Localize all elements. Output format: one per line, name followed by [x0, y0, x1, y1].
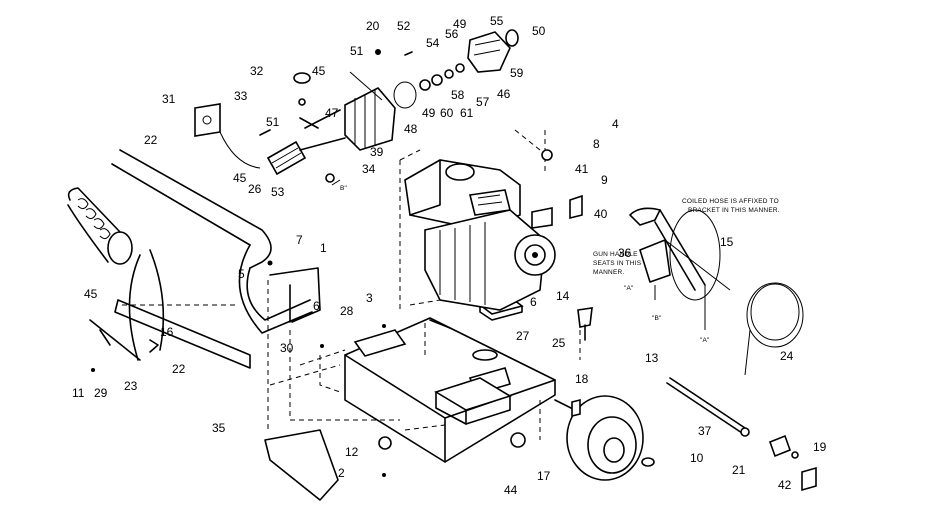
- wheel-axle: [554, 307, 817, 492]
- assembly-leaders: [120, 129, 581, 440]
- callout-33: 33: [234, 89, 248, 103]
- callout-4: 4: [612, 117, 619, 131]
- callout-59: 59: [510, 66, 524, 80]
- callout-labels: 1 2 3 4 5 6 6 7 8 9 10 11 12 13 14 15 16…: [72, 14, 827, 497]
- note-gun-handle-line1: GUN HANDLE: [593, 251, 638, 258]
- callout-48: 48: [404, 122, 418, 136]
- callout-12: 12: [345, 445, 359, 459]
- callout-45b: 45: [233, 171, 247, 185]
- callout-51a: 51: [350, 44, 364, 58]
- callout-46: 46: [497, 87, 511, 101]
- callout-45a: 45: [84, 287, 98, 301]
- callout-53: 53: [271, 185, 285, 199]
- callout-8: 8: [593, 137, 600, 151]
- callout-25: 25: [552, 336, 566, 350]
- callout-9: 9: [601, 173, 608, 187]
- callout-51b: 51: [266, 115, 280, 129]
- callout-3: 3: [366, 291, 373, 305]
- note-gun-handle-line2: SEATS IN THIS: [593, 260, 642, 267]
- callout-56: 56: [445, 27, 459, 41]
- callout-22b: 22: [172, 362, 186, 376]
- callout-20: 20: [366, 19, 380, 33]
- note-gun-handle-line3: MANNER.: [593, 269, 624, 276]
- callout-55: 55: [490, 14, 504, 28]
- callout-61: 61: [460, 106, 474, 120]
- coiled-hose-right: [744, 282, 804, 376]
- callout-40: 40: [594, 207, 608, 221]
- callout-39: 39: [370, 145, 384, 159]
- callout-27: 27: [516, 329, 530, 343]
- callout-49a: 49: [422, 106, 436, 120]
- callout-2: 2: [338, 466, 345, 480]
- callout-24: 24: [780, 349, 794, 363]
- ref-letter-a-hose: "A": [700, 337, 710, 344]
- callout-36: 36: [618, 246, 632, 260]
- callout-47: 47: [325, 106, 339, 120]
- callout-49b: 49: [453, 17, 467, 31]
- callout-16: 16: [160, 325, 174, 339]
- callout-42: 42: [778, 478, 792, 492]
- hose-reel: [629, 207, 731, 330]
- callout-34: 34: [362, 162, 376, 176]
- ref-letter-b-pump: B": [340, 185, 348, 192]
- callout-23: 23: [124, 379, 138, 393]
- callout-35: 35: [212, 421, 226, 435]
- callout-15: 15: [720, 235, 734, 249]
- callout-26: 26: [248, 182, 262, 196]
- callout-41: 41: [575, 162, 589, 176]
- callout-11: 11: [72, 386, 85, 400]
- callout-19: 19: [813, 440, 827, 454]
- callout-54: 54: [426, 36, 440, 50]
- callout-45c: 45: [312, 64, 326, 78]
- callout-57: 57: [476, 95, 490, 109]
- engine: [404, 149, 583, 311]
- ref-letter-b-hose: "B": [652, 315, 662, 322]
- handle-frame: [67, 149, 321, 372]
- base-plate: [264, 260, 556, 501]
- callout-31: 31: [162, 92, 176, 106]
- note-coiled-hose-line2: BRACKET IN THIS MANNER.: [688, 207, 780, 214]
- callout-5: 5: [238, 267, 245, 281]
- callout-58: 58: [451, 88, 465, 102]
- callout-13: 13: [645, 351, 659, 365]
- callout-22a: 22: [144, 133, 158, 147]
- callout-6a: 6: [313, 299, 320, 313]
- callout-32: 32: [250, 64, 264, 78]
- callout-60: 60: [440, 106, 454, 120]
- callout-29: 29: [94, 386, 108, 400]
- callout-14: 14: [556, 289, 570, 303]
- callout-10: 10: [690, 451, 704, 465]
- callout-37: 37: [698, 424, 712, 438]
- ref-letter-a-left: "A": [624, 285, 634, 292]
- callout-1: 1: [320, 241, 327, 255]
- assembly-notes: COILED HOSE IS AFFIXED TO BRACKET IN THI…: [340, 185, 780, 344]
- callout-30: 30: [280, 341, 294, 355]
- callout-6b: 6: [530, 295, 537, 309]
- callout-44: 44: [504, 483, 518, 497]
- callout-18: 18: [575, 372, 589, 386]
- pump-assembly: [194, 29, 519, 186]
- callout-28: 28: [340, 304, 354, 318]
- callout-50: 50: [532, 24, 546, 38]
- note-coiled-hose-line1: COILED HOSE IS AFFIXED TO: [682, 198, 779, 205]
- callout-52: 52: [397, 19, 411, 33]
- callout-7: 7: [296, 233, 303, 247]
- callout-21: 21: [732, 463, 746, 477]
- callout-17: 17: [537, 469, 551, 483]
- coiled-hose-left: [77, 198, 111, 240]
